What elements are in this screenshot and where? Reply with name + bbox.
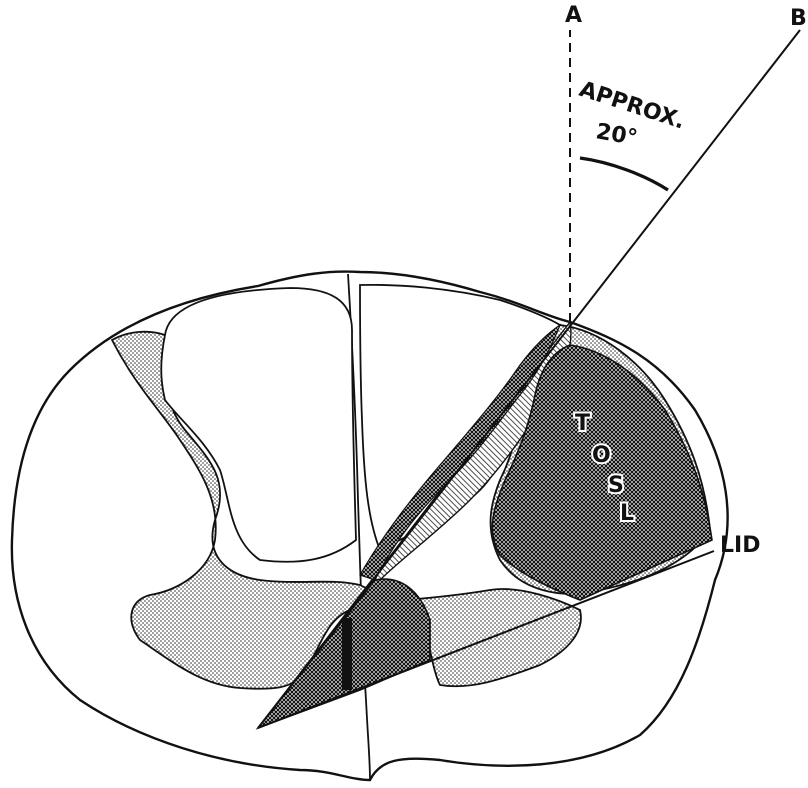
label-b: B [790,6,807,31]
svg-text:T: T [575,411,590,436]
svg-text:L: L [620,501,634,526]
svg-text:O: O [592,443,611,468]
angle-label-degrees: 20° [594,119,639,151]
central-canal-marker [342,618,352,690]
angle-arc [580,158,668,190]
svg-text:S: S [608,473,624,498]
label-a: A [565,3,582,28]
label-lid: LID [720,533,760,558]
